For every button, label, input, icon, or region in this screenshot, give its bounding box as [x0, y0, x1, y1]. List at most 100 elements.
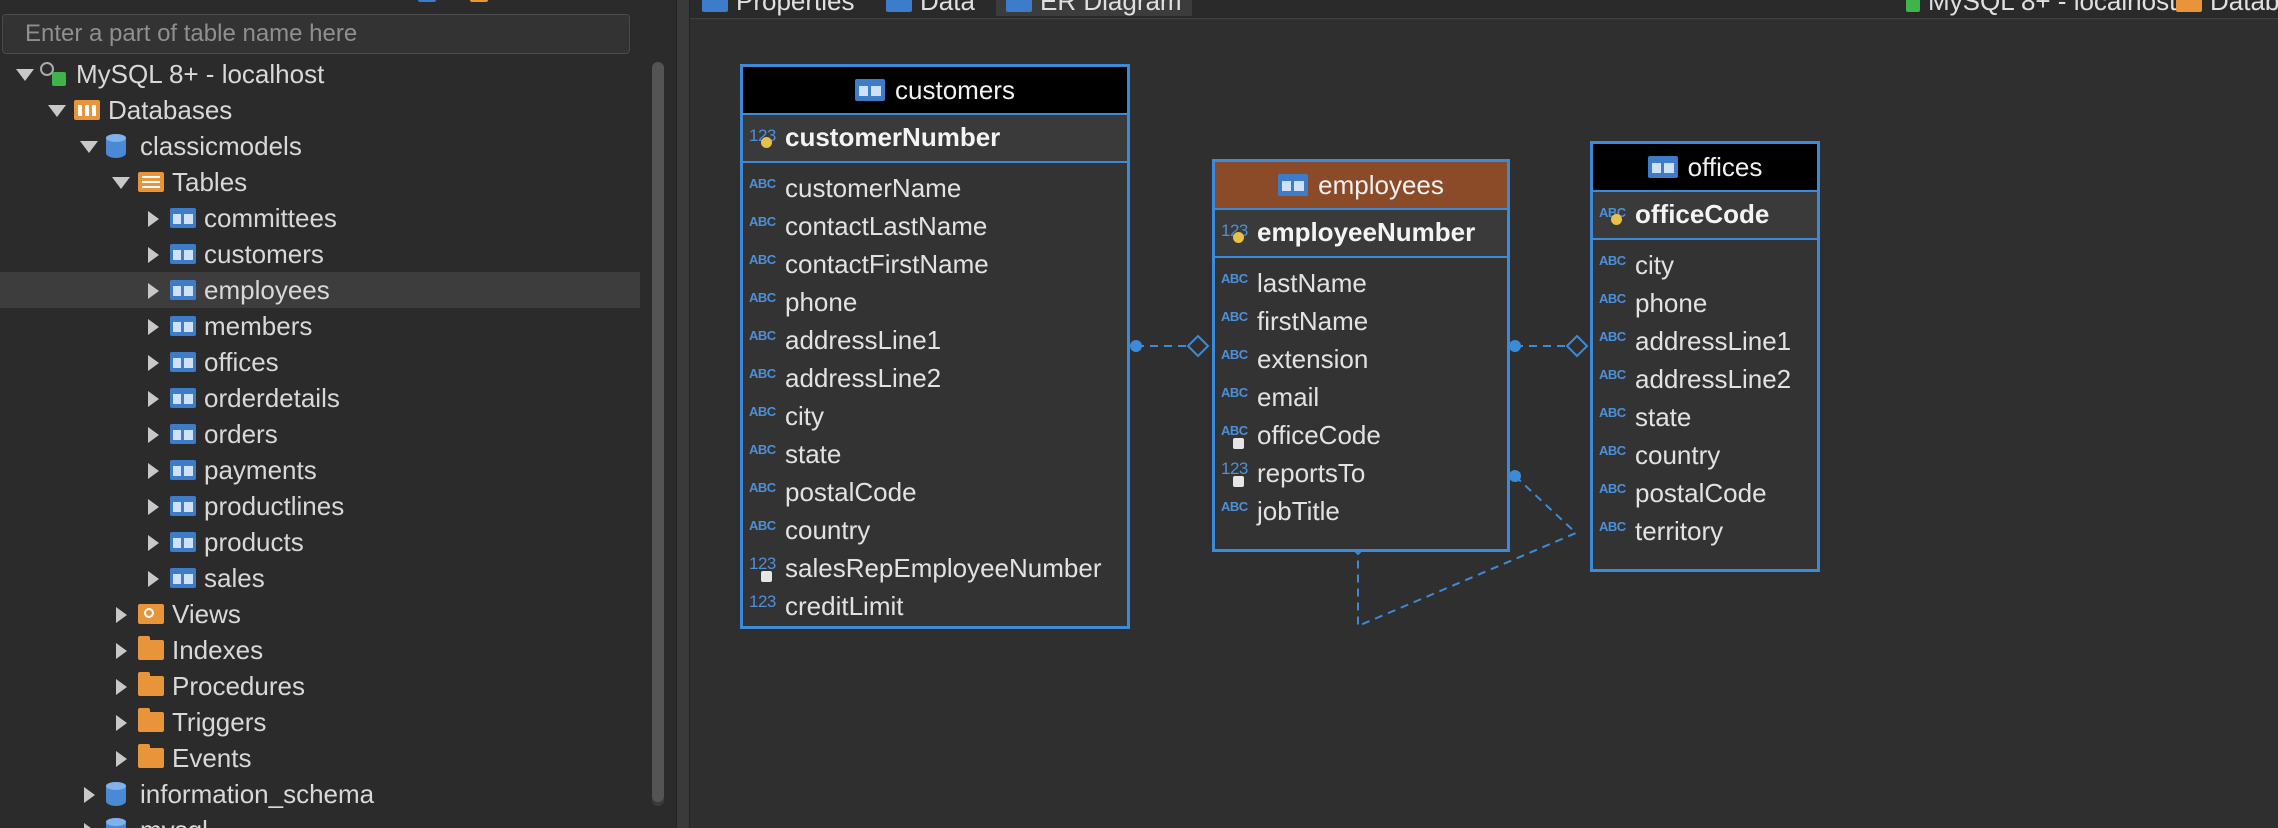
expand-arrow-icon[interactable] [80, 776, 98, 812]
tree-item-table[interactable]: products [0, 524, 640, 560]
expand-arrow-icon[interactable] [144, 380, 162, 416]
primary-key-column[interactable]: 123 customerNumber [743, 113, 1127, 163]
navigator-scrollbar[interactable] [652, 62, 664, 806]
tree-item-schema[interactable]: mysql [0, 812, 640, 828]
tree-item-databases[interactable]: Databases [0, 92, 640, 128]
panel-splitter[interactable] [676, 0, 690, 828]
tree-item-schema[interactable]: information_schema [0, 776, 640, 812]
tree-item-table[interactable]: orderdetails [0, 380, 640, 416]
tab-connection[interactable]: MySQL 8+ - localhost [1906, 0, 2176, 16]
expand-arrow-icon[interactable] [144, 452, 162, 488]
expand-arrow-icon[interactable] [144, 200, 162, 236]
link-employees-offices[interactable] [1509, 334, 1589, 358]
expand-arrow-icon[interactable] [144, 236, 162, 272]
expand-arrow-icon[interactable] [144, 344, 162, 380]
expand-arrow-icon[interactable] [48, 92, 66, 128]
expand-arrow-icon[interactable] [112, 164, 130, 200]
entity-title: employees [1318, 170, 1444, 200]
tab-properties[interactable]: Properties [702, 0, 855, 16]
tree-item-table[interactable]: offices [0, 344, 640, 380]
tree-item-tables[interactable]: Tables [0, 164, 640, 200]
expand-arrow-icon[interactable] [112, 596, 130, 632]
filter-icon[interactable] [470, 0, 488, 2]
er-diagram-icon [1006, 0, 1032, 13]
tab-er-diagram[interactable]: ER Diagram [996, 0, 1192, 16]
column-name: city [1635, 250, 1674, 280]
expand-arrow-icon[interactable] [144, 524, 162, 560]
expand-arrow-icon[interactable] [16, 56, 34, 92]
tab-database[interactable]: Datab [2176, 0, 2278, 16]
entity-header[interactable]: employees [1215, 162, 1507, 208]
expand-arrow-icon[interactable] [144, 488, 162, 524]
link-icon[interactable] [418, 0, 436, 2]
link-customers-employees[interactable] [1130, 334, 1210, 358]
folder-icon [138, 636, 164, 660]
expand-arrow-icon[interactable] [112, 668, 130, 704]
tree-item-table[interactable]: sales [0, 560, 640, 596]
expand-arrow-icon[interactable] [112, 704, 130, 740]
tree-item-schema[interactable]: classicmodels [0, 128, 640, 164]
expand-arrow-icon[interactable] [80, 128, 98, 164]
tree-item-table[interactable]: committees [0, 200, 640, 236]
entity-title: offices [1687, 152, 1763, 182]
expand-arrow-icon[interactable] [144, 560, 162, 596]
tree-item-table[interactable]: customers [0, 236, 640, 272]
tree-item-table[interactable]: orders [0, 416, 640, 452]
tree-item-table-selected[interactable]: employees [0, 272, 640, 308]
table-filter-input[interactable] [2, 14, 630, 54]
tree-item-views[interactable]: Views [0, 596, 640, 632]
expand-arrow-icon[interactable] [144, 416, 162, 452]
tree-item-table[interactable]: members [0, 308, 640, 344]
entity-header[interactable]: customers [743, 67, 1127, 113]
tree-item-indexes[interactable]: Indexes [0, 632, 640, 668]
expand-arrow-icon[interactable] [112, 740, 130, 776]
tree-item-table[interactable]: productlines [0, 488, 640, 524]
primary-key-column[interactable]: 123 employeeNumber [1215, 208, 1507, 258]
expand-arrow-icon[interactable] [144, 308, 162, 344]
tree-item-table[interactable]: payments [0, 452, 640, 488]
expand-arrow-icon[interactable] [112, 632, 130, 668]
tree-item-triggers[interactable]: Triggers [0, 704, 640, 740]
tree-item-connection[interactable]: MySQL 8+ - localhost [0, 56, 640, 92]
tree-item-events[interactable]: Events [0, 740, 640, 776]
tab-data[interactable]: Data [886, 0, 975, 16]
entity-header[interactable]: offices [1593, 144, 1817, 190]
primary-key-column[interactable]: ABC officeCode [1593, 190, 1817, 240]
expand-arrow-icon[interactable] [144, 272, 162, 308]
scrollbar-thumb[interactable] [652, 62, 664, 802]
expand-arrow-icon[interactable] [80, 812, 98, 828]
string-type-icon: ABC [1599, 481, 1626, 496]
tree-item-procedures[interactable]: Procedures [0, 668, 640, 704]
